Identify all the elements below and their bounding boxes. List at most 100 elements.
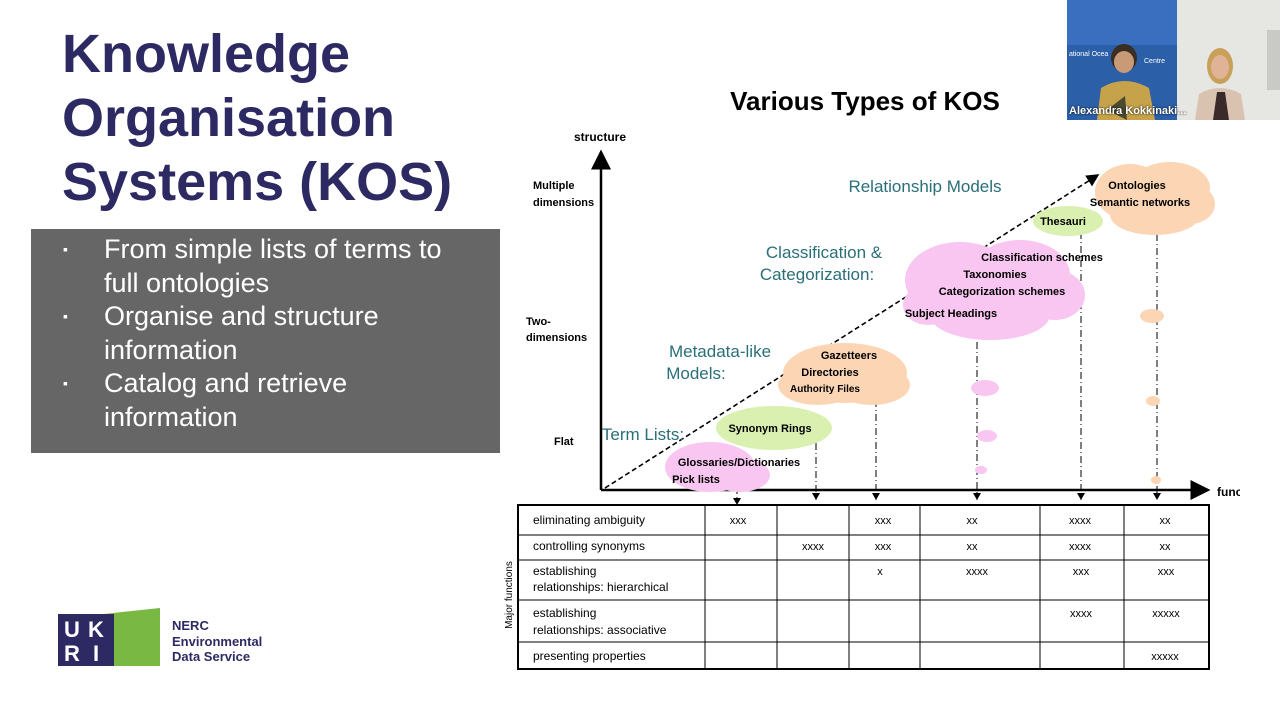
cloud-label: Gazetteers [821, 350, 877, 362]
cloud-label: Synonym Rings [728, 423, 811, 435]
cloud-thesauri: Thesauri [1033, 206, 1103, 236]
cloud-shape [1095, 162, 1215, 235]
category-label: Classification & [766, 243, 883, 262]
table-cell: xx [967, 515, 979, 527]
category-label: Metadata-like [669, 342, 771, 361]
row-label: establishing [533, 606, 596, 620]
bullet-text: Organise and structure [104, 301, 379, 331]
cloud-label: Pick lists [672, 474, 720, 486]
title-line: Systems (KOS) [62, 152, 453, 212]
cloud-shape [665, 442, 770, 492]
table-cell: xx [967, 541, 979, 553]
cloud-label: Directories [801, 367, 858, 379]
table-row: presenting properties xxxxx [533, 649, 1179, 663]
connector-arrowhead [1077, 493, 1085, 500]
slide-title: Knowledge Organisation Systems (KOS) [62, 22, 532, 214]
category-label: Models: [666, 364, 726, 383]
cloud-label: Authority Files [790, 384, 860, 395]
table-cell: xxxx [966, 566, 989, 578]
cloud-label: Thesauri [1040, 216, 1086, 228]
org-name: NERC Environmental Data Service [172, 618, 262, 665]
category-label: Relationship Models [848, 177, 1001, 196]
bullet-marker: ▪ [63, 308, 68, 324]
webcam-video: ational Ocea Centre [1067, 0, 1280, 120]
bullet-text: Catalog and retrieve [104, 368, 348, 398]
table-cell: xx [1160, 541, 1172, 553]
blob [1151, 476, 1161, 484]
table-grid [518, 505, 1209, 669]
cloud-label: Ontologies [1108, 180, 1165, 192]
table-row: establishing relationships: hierarchical… [533, 564, 1175, 594]
background-sign-text: Centre [1144, 58, 1165, 65]
table-cell: xxx [875, 541, 892, 553]
cloud-classification: Classification schemes Taxonomies Catego… [903, 240, 1103, 340]
ukri-letter: R [64, 641, 80, 666]
table-cell: x [877, 566, 883, 578]
table-cell: xx [1160, 515, 1172, 527]
title-line: Organisation [62, 88, 396, 148]
background-sign-text: ational Ocea [1069, 51, 1108, 58]
cloud-shape [716, 406, 832, 450]
ukri-logo-mark: U K R I [58, 608, 160, 666]
bullet-text: information [104, 401, 238, 432]
bullet-item: ▪ From simple lists of terms to full ont… [31, 233, 500, 300]
kos-diagram: Various Types of KOS structure function … [504, 86, 1240, 670]
org-name-line: Data Service [172, 649, 251, 664]
functions-table: Major functions eliminating ambiguity xx… [504, 504, 1210, 670]
row-label: relationships: associative [533, 623, 667, 637]
blob [1146, 396, 1160, 406]
table-cell: xxx [875, 515, 892, 527]
row-label: relationships: hierarchical [533, 580, 668, 594]
row-label: eliminating ambiguity [533, 513, 645, 527]
cloud-shape [1033, 206, 1103, 236]
connector-arrowhead [872, 493, 880, 500]
category-label: Categorization: [760, 265, 874, 284]
blob [971, 380, 999, 396]
org-name-line: Environmental [172, 633, 263, 649]
small-blobs [971, 380, 999, 474]
table-cell: xxxxx [1151, 651, 1179, 663]
org-name-line: NERC [172, 618, 209, 633]
category-label: Term Lists: [602, 425, 684, 444]
cloud-label: Categorization schemes [939, 286, 1066, 298]
table-cell: xxxx [1069, 515, 1092, 527]
connector-arrowhead [973, 493, 981, 500]
cloud-label: Classification schemes [981, 252, 1103, 264]
y-axis-label: structure [574, 130, 626, 144]
table-cell: xxx [1073, 566, 1090, 578]
table-row: eliminating ambiguity xxx xxx xx xxxx xx [533, 513, 1171, 527]
connector-arrowhead [1153, 493, 1161, 500]
small-blobs [1140, 309, 1164, 484]
cloud-synonym-rings: Synonym Rings [716, 406, 832, 450]
cloud-shape [903, 240, 1085, 340]
bullet-text: full ontologies [104, 267, 270, 298]
bullet-marker: ▪ [63, 241, 68, 257]
y-level-label: Multiple [533, 180, 575, 192]
table-cell: xxx [730, 515, 747, 527]
table-cell: xxxx [1069, 541, 1092, 553]
bullet-list: ▪ From simple lists of terms to full ont… [31, 229, 500, 453]
bullet-item: ▪ Catalog and retrieve information [31, 367, 500, 434]
bullet-item: ▪ Organise and structure information [31, 300, 500, 367]
row-label: presenting properties [533, 649, 646, 663]
bullet-text: information [104, 334, 238, 365]
bullet-marker: ▪ [63, 375, 68, 391]
ukri-letter: I [93, 641, 99, 666]
table-row: establishing relationships: associative … [533, 606, 1180, 637]
x-axis-label: function [1217, 485, 1240, 499]
cloud-ontologies: Ontologies Semantic networks [1090, 162, 1215, 235]
cloud-gazetteers: Gazetteers Directories Authority Files [778, 343, 910, 405]
y-level-label: dimensions [526, 332, 587, 344]
webcam-thumbnail[interactable]: ational Ocea Centre Alexandra Kokkinaki.… [1067, 0, 1280, 120]
progression-arrow [604, 174, 1100, 489]
table-cell: xxxx [1070, 608, 1093, 620]
cloud-label: Subject Headings [905, 308, 997, 320]
blob [977, 430, 997, 442]
table-cell: xxx [1158, 566, 1175, 578]
cloud-glossaries: Glossaries/Dictionaries Pick lists [665, 442, 800, 492]
connector-arrowhead [733, 498, 741, 505]
y-level-label: Two- [526, 316, 551, 328]
connector-arrowhead [812, 493, 820, 500]
diagram-title: Various Types of KOS [730, 86, 1000, 116]
blob [1140, 309, 1164, 323]
